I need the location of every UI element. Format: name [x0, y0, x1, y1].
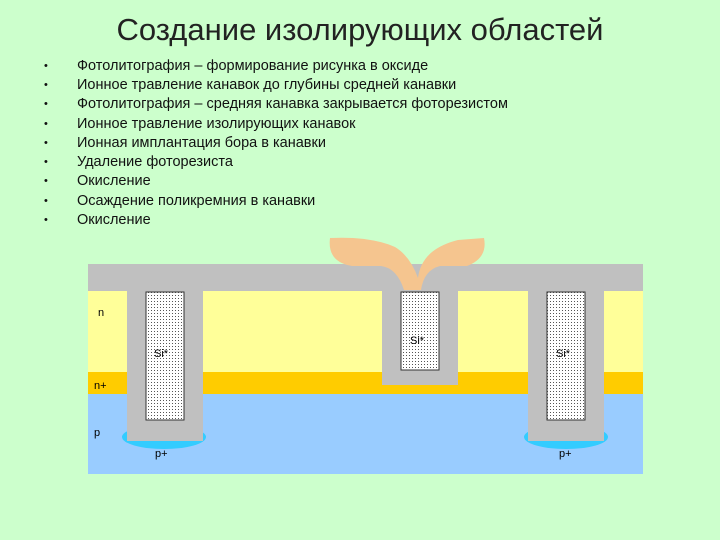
step-text: Ионное травление канавок до глубины сред…: [77, 76, 457, 93]
p-substrate-label: p: [94, 427, 100, 439]
p-plus-label-right: p+: [559, 448, 572, 460]
list-item: • Ионное травление изолирующих канавок: [44, 114, 508, 133]
step-text: Осаждение поликремния в канавки: [77, 192, 316, 209]
bullet-icon: •: [44, 194, 48, 207]
polysilicon-label-right: Si*: [556, 348, 571, 360]
process-steps-list: • Фотолитография – формирование рисунка в…: [44, 56, 508, 230]
bullet-icon: •: [44, 78, 48, 91]
p-plus-label-left: p+: [155, 448, 168, 460]
polysilicon-label-middle: Si*: [410, 335, 425, 347]
top-oxide-layer: [88, 264, 643, 291]
step-text: Ионное травление изолирующих канавок: [77, 115, 356, 132]
step-text: Фотолитография – средняя канавка закрыва…: [77, 96, 508, 113]
polysilicon-fill-left: [145, 291, 185, 421]
bullet-icon: •: [44, 175, 48, 188]
list-item: • Ионная имплантация бора в канавки: [44, 133, 508, 152]
polysilicon-fill-middle: [400, 291, 440, 371]
bullet-icon: •: [44, 214, 48, 227]
list-item: • Удаление фоторезиста: [44, 152, 508, 171]
list-item: • Осаждение поликремния в канавки: [44, 191, 508, 210]
n-plus-layer-label: n+: [94, 380, 107, 392]
bullet-icon: •: [44, 136, 48, 149]
list-item: • Окисление: [44, 210, 508, 229]
list-item: • Фотолитография – формирование рисунка в…: [44, 56, 508, 75]
photoresist-blob: [329, 237, 485, 290]
slide-title: Создание изолирующих областей: [116, 12, 604, 47]
polysilicon-label-left: Si*: [154, 348, 169, 360]
bullet-icon: •: [44, 156, 48, 169]
list-item: • Ионное травление канавок до глубины сре…: [44, 75, 508, 94]
step-text: Окисление: [77, 173, 151, 190]
step-text: Ионная имплантация бора в канавки: [77, 134, 326, 151]
list-item: • Окисление: [44, 172, 508, 191]
step-text: Фотолитография – формирование рисунка в …: [77, 57, 429, 74]
bullet-icon: •: [44, 98, 48, 111]
n-layer-label: n: [98, 307, 104, 319]
bullet-icon: •: [44, 59, 48, 72]
bullet-icon: •: [44, 117, 48, 130]
step-text: Окисление: [77, 212, 151, 229]
list-item: • Фотолитография – средняя канавка закрыв…: [44, 95, 508, 114]
step-text: Удаление фоторезиста: [77, 154, 233, 171]
n-plus-layer: [88, 372, 643, 394]
polysilicon-fill-right: [546, 291, 586, 421]
